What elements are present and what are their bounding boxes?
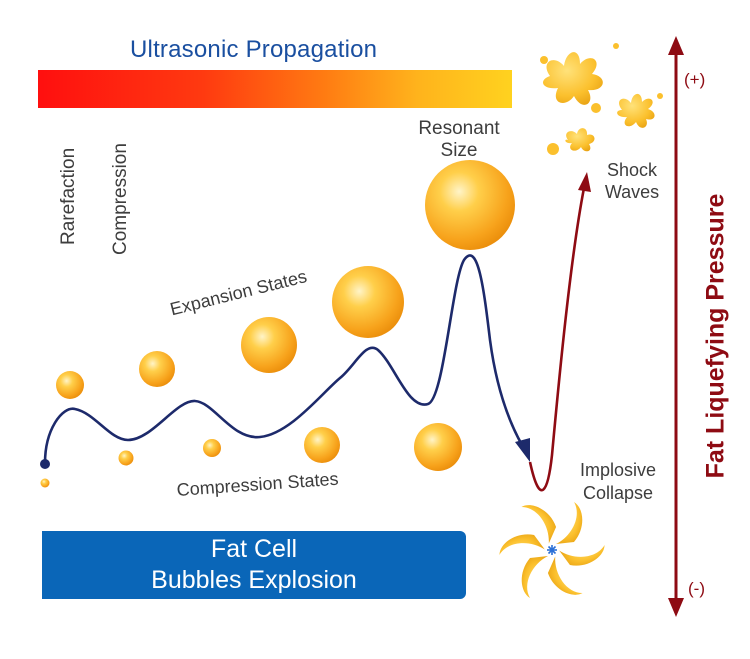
splash-small [565, 128, 595, 152]
bubble [414, 423, 462, 471]
ultrasonic-wave [40, 254, 530, 469]
resonant-size-label: Resonant Size [412, 118, 506, 162]
splash-large [543, 52, 603, 105]
implosive-collapse-line-2: Collapse [582, 483, 654, 503]
fat-cell-line-1: Fat Cell [210, 535, 298, 563]
resonant-bubble [425, 160, 515, 250]
shock-wave-rise-curve [528, 172, 591, 492]
shock-waves-line-1: Shock [606, 160, 658, 180]
resonant-size-line-2: Size [440, 140, 478, 161]
pressure-axis-arrow [668, 36, 684, 617]
pressure-plus-label: (+) [684, 70, 706, 89]
splash-droplet [657, 93, 663, 99]
bubble [56, 371, 84, 399]
bubbles [40, 160, 515, 488]
splash-droplet [540, 56, 548, 64]
wave-start-dot [40, 459, 50, 469]
splash-droplet [547, 143, 559, 155]
shock-waves-line-2: Waves [604, 182, 660, 202]
bubble [118, 450, 134, 466]
implosive-collapse-swirl [499, 502, 605, 598]
diagram-title: Ultrasonic Propagation [130, 36, 378, 63]
shock-waves-label: Shock Waves [592, 159, 672, 203]
implosive-collapse-line-1: Implosive [579, 460, 657, 480]
collapse-center-icon [547, 545, 557, 555]
fat-cell-line-2: Bubbles Explosion [151, 566, 357, 594]
fat-cell-box: Fat Cell Bubbles Explosion [42, 531, 466, 599]
bubble [203, 439, 221, 457]
implosive-collapse-label: Implosive Collapse [566, 459, 670, 505]
bubble [332, 266, 404, 338]
bubble [241, 317, 297, 373]
pressure-minus-label: (-) [688, 579, 705, 598]
bubble [40, 478, 50, 488]
resonant-size-line-1: Resonant [418, 118, 500, 139]
shock-wave-splashes [540, 43, 663, 155]
propagation-gradient-bar [38, 70, 512, 108]
bubble [139, 351, 175, 387]
splash-right [617, 93, 655, 128]
splash-droplet [591, 103, 601, 113]
splash-droplet [613, 43, 619, 49]
wave-arrowhead [515, 438, 530, 462]
bubble [304, 427, 340, 463]
